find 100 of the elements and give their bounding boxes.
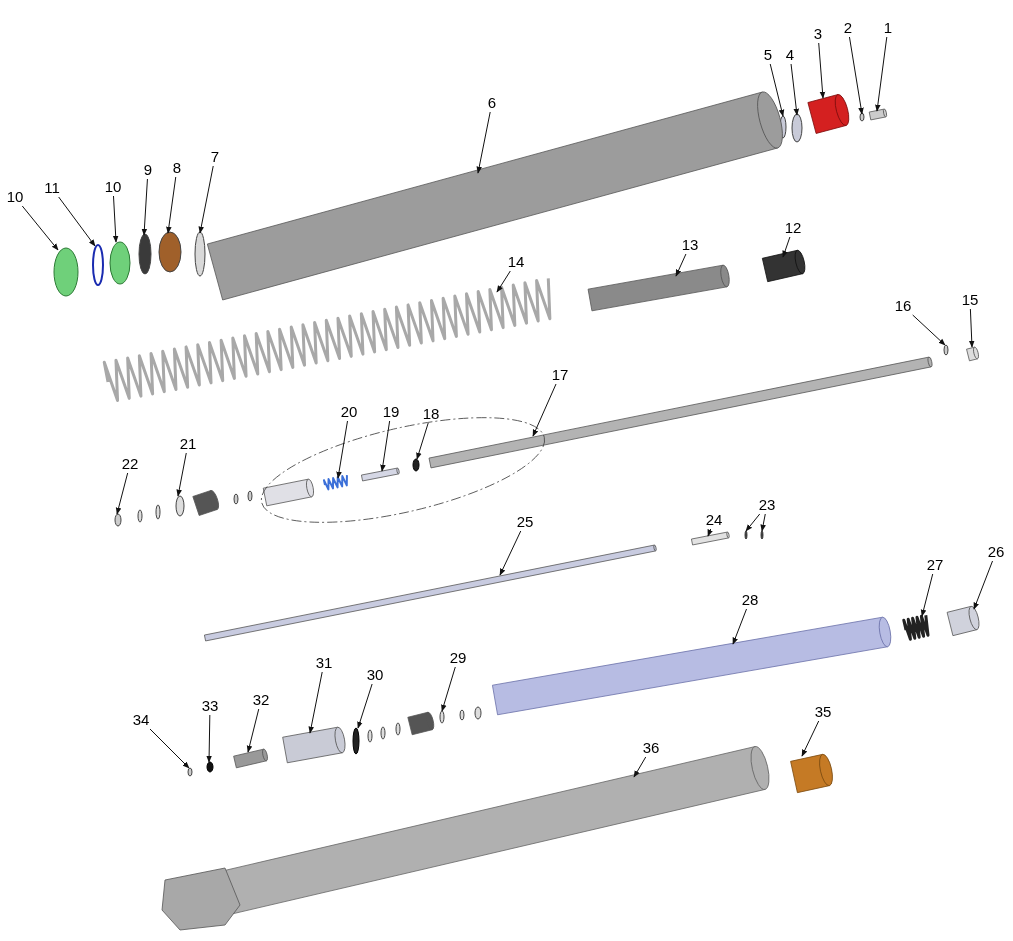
callout-number: 1 [883,19,893,37]
leader-line [416,422,429,460]
leader-line [973,560,994,610]
leader-line [782,236,791,258]
leader-line [246,708,260,753]
callout-number: 23 [758,496,776,514]
leader-line [732,608,747,645]
leader-line [875,36,888,112]
nut [114,513,122,527]
leader-line [848,36,864,115]
leader-line [176,452,187,497]
shim [175,495,185,517]
wire-clip [92,244,104,286]
leader-line [499,530,522,576]
callout-number: 33 [201,697,219,715]
nut [966,346,979,362]
leader-line [441,666,456,712]
callout-number: 7 [210,148,220,166]
valve-pin [361,467,400,482]
leader-line [206,714,212,763]
leader-line [357,683,373,729]
callout-number: 14 [507,253,525,271]
upper-tube [206,91,783,301]
shim [247,490,253,502]
callout-number: 6 [487,94,497,112]
callout-number: 10 [104,178,122,196]
small-spring [322,474,348,491]
callout-number: 5 [763,46,773,64]
seal-ring [352,727,360,755]
shim [744,530,748,540]
seal-ring [194,231,206,277]
callout-number: 32 [252,691,270,709]
callout-number: 34 [132,711,150,729]
leader-line [496,270,511,293]
callout-number: 25 [516,513,534,531]
leader-line [920,573,934,617]
o-ring [206,761,214,773]
leader-line [336,420,348,479]
cartridge-tube [492,616,892,716]
washer [791,113,803,143]
leader-line [745,513,761,532]
callout-number: 16 [894,297,912,315]
callout-number: 17 [551,366,569,384]
bushing [158,231,182,273]
coil-spring [102,278,552,403]
o-ring [412,458,420,472]
valve-pin [691,531,730,546]
o-ring [859,112,865,122]
callout-number: 18 [422,405,440,423]
callout-number: 10 [6,188,24,206]
shim [137,509,143,523]
bolt [868,108,887,121]
callout-number: 19 [382,403,400,421]
clip [187,767,193,777]
callout-number: 21 [179,435,197,453]
push-rod [204,544,657,642]
spacer [761,249,806,283]
leader-line [790,63,800,116]
callout-number: 13 [681,236,699,254]
shim [380,726,386,740]
callout-number: 31 [315,654,333,672]
seal [53,247,79,297]
leader-line [166,176,177,234]
adjuster [233,748,268,769]
shim [439,710,445,724]
leader-line [115,472,129,515]
callout-number: 2 [843,19,853,37]
callout-number: 15 [961,291,979,309]
seal [109,241,131,285]
callout-number: 11 [44,179,60,197]
callout-number: 27 [926,556,944,574]
top-cap [807,94,850,134]
piston-body [407,711,435,736]
shim [395,722,401,736]
callout-number: 4 [785,46,795,64]
leader-line [801,720,820,757]
callout-number: 3 [813,25,823,43]
leader-line [112,195,119,243]
shim [474,706,482,720]
shim [459,709,465,721]
callout-number: 20 [340,403,358,421]
callout-number: 24 [705,511,723,529]
bushing [790,753,833,794]
callout-number: 12 [784,219,802,237]
shim [367,729,373,743]
leader-line [760,513,766,532]
o-ring [943,344,949,356]
callout-number: 9 [143,161,153,179]
leader-line [633,756,647,778]
piston [262,478,314,507]
piston-body [192,490,219,516]
leader-line [198,165,214,234]
callout-number: 8 [172,159,182,177]
leader-line [675,253,687,277]
base-valve [282,726,346,764]
callout-number: 28 [741,591,759,609]
callout-number: 30 [366,666,384,684]
callout-number: 29 [449,649,467,667]
callout-number: 36 [642,739,660,757]
leader-line [968,308,975,348]
